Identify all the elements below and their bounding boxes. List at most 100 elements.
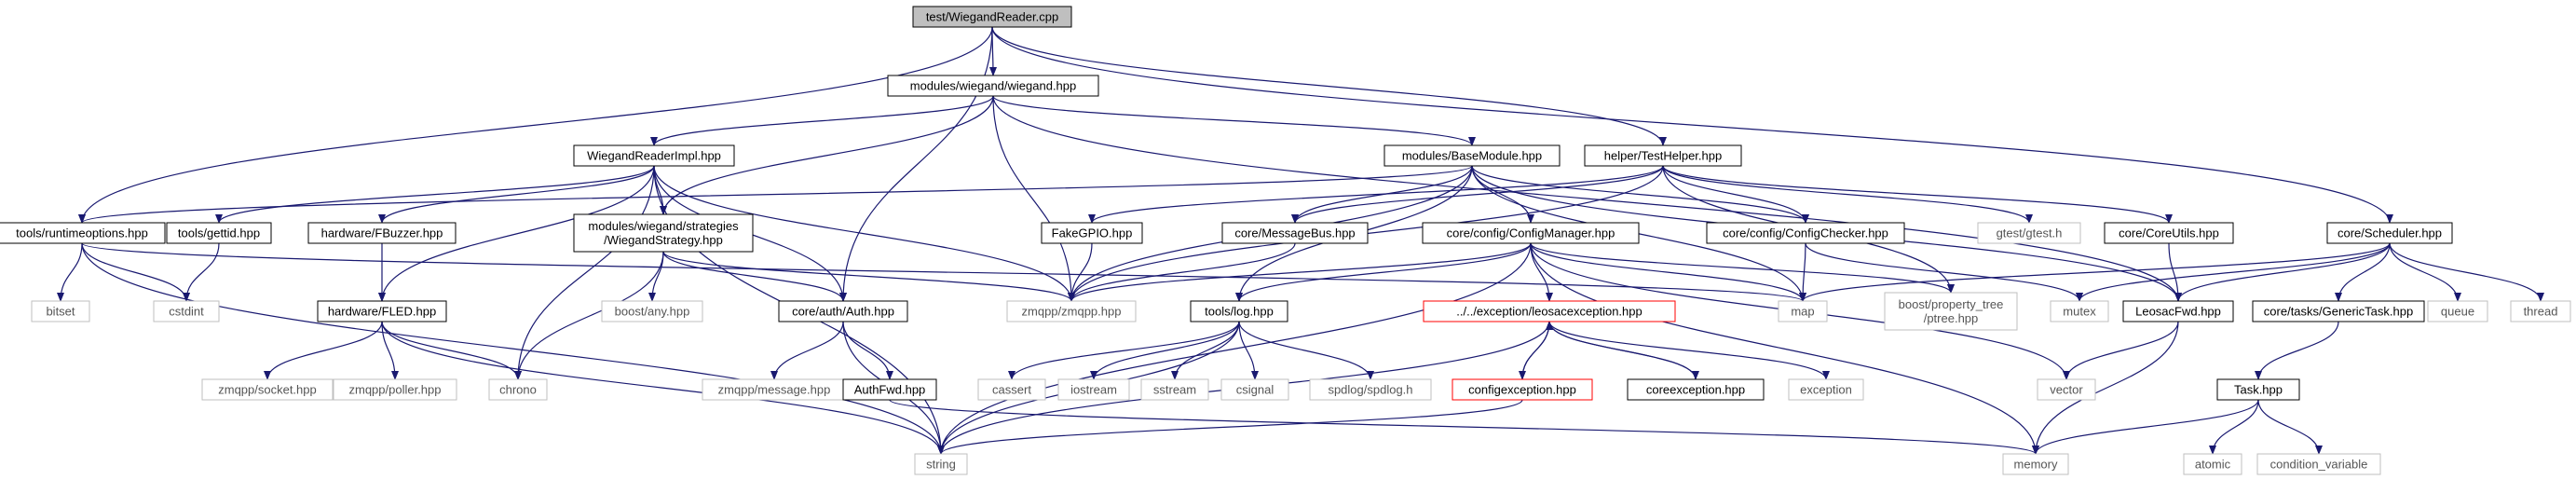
node-label: Task.hpp: [2234, 383, 2283, 397]
node-fled[interactable]: hardware/FLED.hpp: [317, 300, 447, 322]
node-box: [307, 222, 457, 244]
node-label: chrono: [499, 383, 537, 397]
node-label: sstream: [1153, 383, 1196, 397]
node-box: [488, 378, 548, 401]
edge-fled-to-chrono: [381, 321, 522, 380]
edge-gettid-to-cstdint: [183, 242, 220, 302]
node-cstdint: cstdint: [153, 300, 220, 322]
node-box: [2037, 378, 2096, 401]
node-label: hardware/FBuzzer.hpp: [321, 226, 443, 240]
node-box: [2427, 300, 2488, 322]
node-authfwd[interactable]: AuthFwd.hpp: [842, 378, 937, 401]
node-label: zmqpp/socket.hpp: [218, 383, 317, 397]
node-box: [0, 222, 166, 244]
edge-testhelper-to-fakegpio: [1088, 165, 1664, 224]
node-cassert: cassert: [977, 378, 1046, 401]
edge-wiegand-to-zmqpp: [992, 95, 1075, 302]
node-sstream: sstream: [1140, 378, 1209, 401]
node-label: string: [926, 458, 956, 472]
node-fbuzzer[interactable]: hardware/FBuzzer.hpp: [307, 222, 457, 244]
node-message: zmqpp/message.hpp: [702, 378, 847, 401]
node-socket: zmqpp/socket.hpp: [201, 378, 334, 401]
node-configchecker[interactable]: core/config/ConfigChecker.hpp: [1706, 222, 1905, 244]
node-box: [1627, 378, 1765, 401]
node-readerimpl[interactable]: WiegandReaderImpl.hpp: [573, 144, 735, 167]
node-configexception[interactable]: configexception.hpp: [1452, 378, 1593, 401]
node-thread: thread: [2510, 300, 2571, 322]
node-label: /ptree.hpp: [1924, 311, 1979, 325]
edge-basemodule-to-runtimeoptions: [78, 165, 1473, 224]
edge-runtimeoptions-to-cstdint: [81, 242, 190, 302]
edge-log-to-cassert: [1008, 321, 1240, 380]
node-messagebus[interactable]: core/MessageBus.hpp: [1221, 222, 1369, 244]
node-label: atomic: [2195, 458, 2231, 472]
node-strategy[interactable]: modules/wiegand/strategies/WiegandStrate…: [573, 213, 754, 253]
node-label: modules/BaseModule.hpp: [1402, 149, 1542, 163]
node-label: condition_variable: [2270, 458, 2368, 472]
node-box: [573, 213, 754, 253]
node-box: [1309, 378, 1432, 401]
node-box: [1220, 378, 1289, 401]
node-label: boost/any.hpp: [615, 305, 690, 319]
node-box: [1452, 378, 1593, 401]
node-label: core/config/ConfigChecker.hpp: [1723, 226, 1888, 240]
edge-testhelper-to-gtest: [1662, 165, 2033, 224]
edge-strategy-to-chrono: [514, 251, 664, 380]
node-label: map: [1791, 305, 1814, 319]
edge-scheduler-to-leosacfwd: [2174, 242, 2391, 302]
node-testhelper[interactable]: helper/TestHelper.hpp: [1584, 144, 1742, 167]
node-label: queue: [2441, 305, 2474, 319]
node-label: core/CoreUtils.hpp: [2119, 226, 2219, 240]
edge-fled-to-string: [381, 321, 945, 455]
node-box: [1190, 300, 1288, 322]
edge-root-to-auth: [839, 26, 993, 302]
node-label: cstdint: [169, 305, 204, 319]
node-label: exception: [1800, 383, 1852, 397]
node-box: [153, 300, 220, 322]
node-label: WiegandReaderImpl.hpp: [587, 149, 721, 163]
node-leosacexception[interactable]: ../../exception/leosacexception.hpp: [1423, 300, 1676, 322]
node-log[interactable]: tools/log.hpp: [1190, 300, 1288, 322]
node-runtimeoptions[interactable]: tools/runtimeoptions.hpp: [0, 222, 166, 244]
edge-readerimpl-to-fled: [378, 165, 655, 302]
node-box: [317, 300, 447, 322]
node-fakegpio[interactable]: FakeGPIO.hpp: [1041, 222, 1143, 244]
node-auth[interactable]: core/auth/Auth.hpp: [778, 300, 908, 322]
node-box: [1041, 222, 1143, 244]
edge-strategy-to-zmqpp: [662, 251, 1075, 302]
edge-coreexception-to-leosacexception: [1546, 321, 1697, 380]
node-label: memory: [2014, 458, 2058, 472]
node-box: [1422, 222, 1640, 244]
node-root[interactable]: test/WiegandReader.cpp: [912, 6, 1072, 28]
node-box: [778, 300, 908, 322]
node-task[interactable]: Task.hpp: [2216, 378, 2300, 401]
node-label: zmqpp/zmqpp.hpp: [1022, 305, 1122, 319]
node-configmanager[interactable]: core/config/ConfigManager.hpp: [1422, 222, 1640, 244]
node-gettid[interactable]: tools/gettid.hpp: [166, 222, 272, 244]
node-label: helper/TestHelper.hpp: [1604, 149, 1722, 163]
edge-wiegand-to-basemodule: [992, 95, 1476, 146]
node-scheduler[interactable]: core/Scheduler.hpp: [2326, 222, 2453, 244]
node-box: [573, 144, 735, 167]
node-label: core/Scheduler.hpp: [2337, 226, 2442, 240]
node-box: [1140, 378, 1209, 401]
node-box: [977, 378, 1046, 401]
node-leosacfwd[interactable]: LeosacFwd.hpp: [2122, 300, 2234, 322]
node-box: [1423, 300, 1676, 322]
node-label: modules/wiegand/strategies: [588, 219, 739, 233]
edge-basemodule-to-configchecker: [1471, 165, 1809, 224]
node-label: thread: [2524, 305, 2558, 319]
node-bitset: bitset: [31, 300, 90, 322]
edge-readerimpl-to-chrono: [514, 165, 655, 380]
node-box: [1057, 378, 1130, 401]
node-wiegand[interactable]: modules/wiegand/wiegand.hpp: [887, 75, 1099, 97]
edge-configmanager-to-zmqpp: [1068, 242, 1532, 302]
node-box: [887, 75, 1099, 97]
node-boostany: boost/any.hpp: [601, 300, 703, 322]
edge-generictask-to-task: [2255, 321, 2339, 380]
node-generictask[interactable]: core/tasks/GenericTask.hpp: [2252, 300, 2425, 322]
node-coreutils[interactable]: core/CoreUtils.hpp: [2104, 222, 2234, 244]
edge-testhelper-to-messagebus: [1291, 165, 1664, 224]
node-basemodule[interactable]: modules/BaseModule.hpp: [1383, 144, 1561, 167]
node-coreexception[interactable]: coreexception.hpp: [1627, 378, 1765, 401]
